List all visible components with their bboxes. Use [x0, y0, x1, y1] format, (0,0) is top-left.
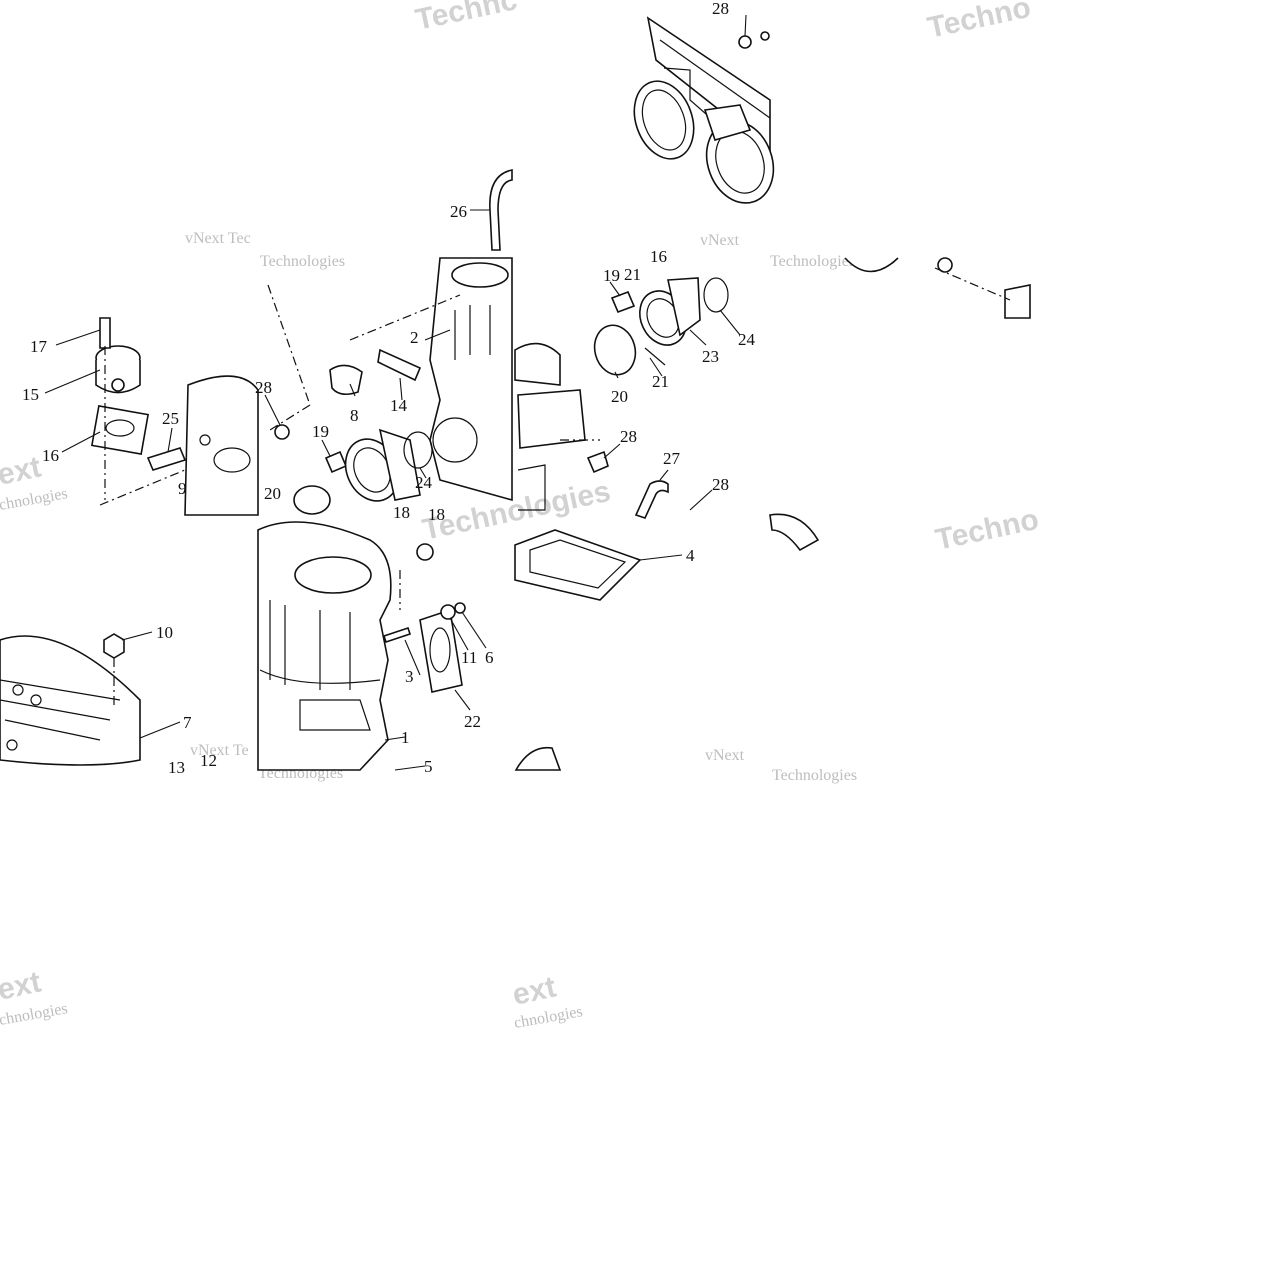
- callout-18b: 18: [428, 505, 445, 524]
- watermark-bottom-right-1: vNext: [705, 747, 745, 764]
- watermark-bottom-right-2: Technologies: [772, 767, 857, 784]
- bolt-19-right: [610, 290, 636, 314]
- watermark-bottom-left-1: vNext Te: [190, 742, 249, 759]
- watermark-top-center: Technc: [413, 0, 520, 37]
- watermark-mid-left-1: vNext Tec: [185, 230, 251, 247]
- bolt-17: [99, 317, 111, 349]
- callout-20: 20: [264, 484, 281, 503]
- gasket-4: [514, 529, 642, 601]
- fitting-28-left: [274, 424, 290, 440]
- leader-lines: [44, 14, 1011, 771]
- callout-11: 11: [461, 648, 477, 667]
- sensor-14: [377, 348, 422, 382]
- washer-11: [440, 604, 456, 620]
- callout-28c: 28: [712, 475, 729, 494]
- dowel-3: [382, 626, 412, 644]
- drain-plug-lower: [514, 746, 562, 771]
- callout-1: 1: [401, 728, 410, 747]
- callout-6: 6: [485, 648, 494, 667]
- intake-boot-right: [639, 277, 701, 346]
- cylinder-block-right: [429, 257, 513, 502]
- plug-8: [329, 364, 363, 396]
- callout-21b: 21: [652, 372, 669, 391]
- callout-27: 27: [663, 449, 681, 468]
- callout-14: 14: [390, 396, 408, 415]
- callout-19b: 19: [603, 266, 620, 285]
- callout-8: 8: [350, 406, 359, 425]
- electrical-box: [514, 342, 586, 511]
- watermarks: Technc Techno vNext Tec Technologies vNe…: [0, 0, 1042, 1032]
- throttle-body-assembly: [633, 16, 775, 204]
- clamp-20-left: [293, 485, 331, 515]
- stud-6: [454, 602, 466, 614]
- callout-4: 4: [686, 546, 695, 565]
- callout-24: 24: [415, 473, 433, 492]
- callout-24b: 24: [738, 330, 756, 349]
- clamp-20-right: [593, 324, 637, 376]
- sensor-25: [146, 447, 187, 471]
- watermark-right-center: Techno: [933, 503, 1042, 557]
- nut-10: [103, 633, 125, 659]
- watermark-lower-left: ext: [0, 966, 44, 1007]
- gasket-22: [419, 608, 463, 693]
- hose-26: [489, 169, 513, 251]
- washer-center: [416, 543, 434, 561]
- callout-labels: 1 2 3 4 5 6 7 8 9 10 11 12 13 14 15 16 1…: [22, 0, 756, 777]
- watermark-top-right: Techno: [925, 0, 1034, 45]
- callout-26: 26: [450, 202, 467, 221]
- callout-2: 2: [410, 328, 419, 347]
- callout-28: 28: [255, 378, 272, 397]
- callout-21: 21: [624, 265, 641, 284]
- callout-19: 19: [312, 422, 329, 441]
- watermark-center: Technologies: [420, 475, 614, 547]
- callout-16b: 16: [650, 247, 667, 266]
- callout-12: 12: [200, 751, 217, 770]
- callout-23: 23: [702, 347, 719, 366]
- callout-20b: 20: [611, 387, 628, 406]
- o-ring-24-right: [703, 277, 729, 313]
- hose-27: [634, 480, 669, 519]
- callout-5: 5: [424, 757, 433, 776]
- cylinder-block-left: [257, 521, 392, 771]
- watermark-lower-center: ext: [510, 971, 559, 1012]
- fitting-right-edge: [769, 257, 1031, 552]
- thermostat-cover-15: [95, 345, 141, 394]
- parts: [0, 16, 1031, 771]
- watermark-left-edge: ext: [0, 451, 44, 492]
- callout-3: 3: [405, 667, 414, 686]
- callout-18: 18: [393, 503, 410, 522]
- callout-28d: 28: [712, 0, 729, 18]
- o-ring-24-left: [403, 431, 433, 469]
- watermark-mid-right-1: vNext: [700, 232, 740, 249]
- callout-17: 17: [30, 337, 48, 356]
- callout-22: 22: [464, 712, 481, 731]
- intake-boot-left: [344, 428, 421, 502]
- watermark-mid-left-2: Technologies: [260, 253, 345, 270]
- callout-9: 9: [178, 479, 187, 498]
- gasket-16: [90, 405, 150, 455]
- callout-10: 10: [156, 623, 173, 642]
- fitting-28-right: [586, 450, 609, 474]
- pin-21: [644, 347, 666, 366]
- callout-25: 25: [162, 409, 179, 428]
- cylinder-head-cover: [0, 635, 141, 766]
- callout-7: 7: [183, 713, 192, 732]
- callout-13: 13: [168, 758, 185, 777]
- watermark-mid-right-2: Technologies: [770, 253, 855, 270]
- callout-28b: 28: [620, 427, 637, 446]
- cylinder-head-middle: [184, 375, 259, 516]
- callout-15: 15: [22, 385, 39, 404]
- callout-16: 16: [42, 446, 59, 465]
